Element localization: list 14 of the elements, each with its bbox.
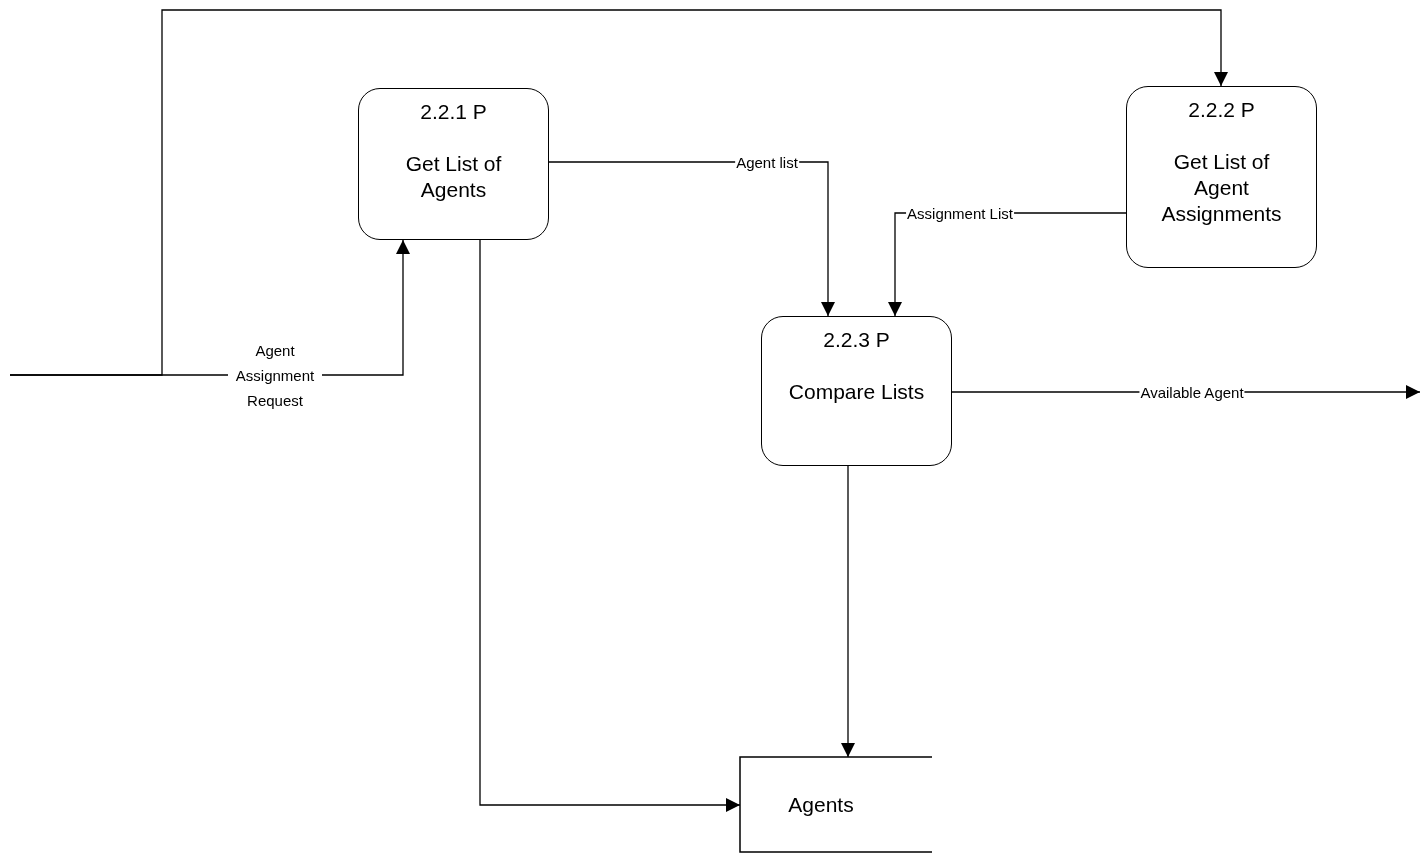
process-number: 2.2.3 P — [823, 327, 890, 353]
arrow — [479, 239, 741, 812]
process-number: 2.2.2 P — [1188, 97, 1255, 123]
process-box — [1126, 86, 1317, 268]
process-box — [358, 88, 549, 240]
process-box — [761, 316, 952, 466]
arrow — [9, 9, 1228, 376]
arrow — [841, 465, 855, 758]
process-name: Get List of Agents — [404, 151, 503, 203]
process-number: 2.2.1 P — [420, 99, 487, 125]
process-name: Compare Lists — [787, 379, 926, 405]
data-store — [740, 757, 932, 852]
process-name: Get List of Agent Assignments — [1160, 149, 1283, 227]
store-name: Agents — [788, 791, 854, 818]
